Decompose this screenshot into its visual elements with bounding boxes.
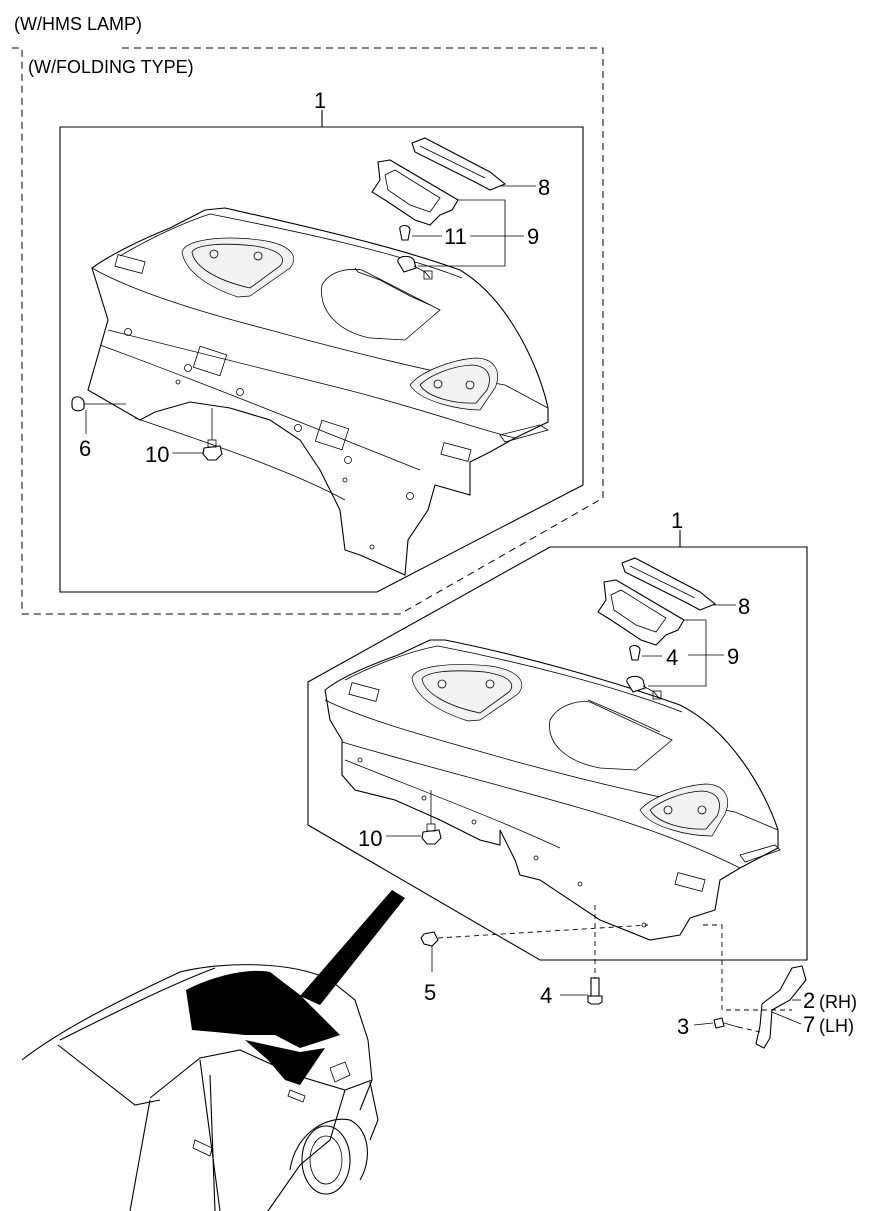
top-left-speaker-mesh <box>209 249 263 261</box>
location-pointer-wedge <box>300 890 405 1005</box>
flange-nut <box>420 931 439 947</box>
bottom-hms-lamp-housing <box>597 579 685 646</box>
callout-7: 7 <box>803 1012 815 1037</box>
bottom-hms-lamp-cover <box>621 557 717 611</box>
car-location-silhouette <box>21 890 405 1211</box>
tray-mounting-bracket <box>755 965 807 1049</box>
top-assembly-group: 1 8 11 9 6 10 <box>59 88 584 593</box>
callout-7-side-label: (LH) <box>819 1016 854 1036</box>
top-tray-holes <box>124 328 414 550</box>
callout-8-bottom: 8 <box>738 594 750 619</box>
top-hms-lamp-cover <box>411 137 507 191</box>
rear-glass-shade <box>245 1040 325 1085</box>
callout-5: 5 <box>424 980 436 1005</box>
callout-3: 3 <box>677 1014 689 1039</box>
callout-6: 6 <box>79 436 91 461</box>
folding-type-dashed-boundary <box>10 47 604 615</box>
callout-10-bottom: 10 <box>358 826 382 851</box>
callout-1-bottom: 1 <box>671 508 683 533</box>
top-retaining-clip <box>202 445 223 461</box>
callout-11-top: 11 <box>444 224 467 249</box>
bottom-tray-holes <box>357 757 647 928</box>
bottom-lamp-bulb <box>629 644 641 661</box>
callout-1-top: 1 <box>314 88 326 113</box>
top-lamp-bulb <box>399 224 411 241</box>
header-folding-type: (W/FOLDING TYPE) <box>28 57 194 77</box>
bottom-right-speaker-mesh <box>663 805 707 815</box>
header-hms-lamp: (W/HMS LAMP) <box>14 14 142 34</box>
bottom-assembly-group: 1 8 4 9 10 <box>307 508 808 961</box>
callout-2-side-label: (RH) <box>819 992 857 1012</box>
mounting-bolt <box>587 995 603 1005</box>
top-push-pin-fastener <box>71 396 85 412</box>
bottom-retaining-clip <box>421 829 442 845</box>
package-tray-location-shade <box>186 970 340 1048</box>
callout-4-upper: 4 <box>666 645 678 670</box>
top-hms-lamp-housing <box>371 159 459 226</box>
top-right-speaker-mesh <box>433 379 475 390</box>
loose-fasteners-group: 5 4 3 2 (RH) 7 (LH) <box>420 905 857 1049</box>
callout-10-top: 10 <box>145 442 169 467</box>
tapping-screw <box>713 1017 725 1029</box>
bottom-assembly-frame <box>307 546 808 961</box>
callout-4-lower: 4 <box>540 983 552 1008</box>
callout-9-top: 9 <box>527 224 539 249</box>
bottom-left-speaker-mesh <box>437 679 495 689</box>
callout-8-top: 8 <box>538 175 550 200</box>
top-package-tray <box>87 207 549 576</box>
callout-9-bottom: 9 <box>727 644 739 669</box>
bottom-package-tray <box>324 639 779 941</box>
callout-2: 2 <box>803 988 815 1013</box>
